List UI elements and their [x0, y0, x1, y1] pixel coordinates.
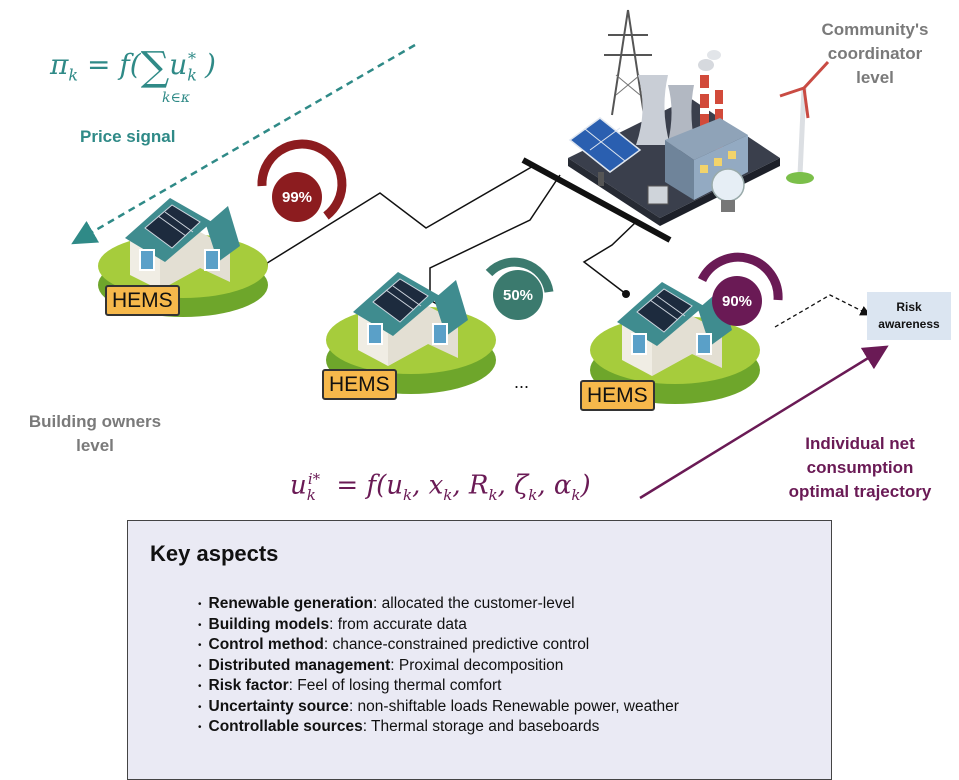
coordinator-level-label: Community's coordinator level — [821, 20, 929, 87]
ellipsis: ... — [514, 372, 530, 392]
comfort-badge-99: 99% — [272, 172, 322, 222]
price-signal-label: Price signal — [80, 127, 176, 146]
key-aspects-panel: Key aspects Renewable generation: alloca… — [127, 520, 832, 780]
list-item: Renewable generation: allocated the cust… — [198, 594, 679, 615]
price-signal-arrow — [71, 43, 416, 245]
wire-house-1 — [263, 164, 536, 266]
list-item: Distributed management: Proximal decompo… — [198, 656, 679, 677]
risk-dashed-arrow — [774, 294, 871, 328]
gauge-99-arc — [257, 139, 347, 220]
power-plant-icon — [568, 9, 830, 226]
trajectory-equation: uki* = f(uk, xk, Rk, ζk, αk) — [290, 470, 591, 504]
individual-trajectory-label: Individual net consumption optimal traje… — [788, 434, 932, 501]
key-aspects-title: Key aspects — [150, 541, 279, 566]
gauge-90-arc — [697, 252, 783, 301]
hems-label-3: HEMS — [580, 380, 655, 411]
comfort-badge-90: 90% — [712, 276, 762, 326]
price-equation: πk = f(∑uk*) k∈κ — [50, 44, 216, 106]
trajectory-arrow — [639, 345, 889, 500]
key-aspects-list: Renewable generation: allocated the cust… — [198, 594, 679, 738]
owners-level-label: Building owners level — [28, 412, 162, 455]
hems-label-2: HEMS — [322, 369, 397, 400]
house-2-icon — [326, 272, 496, 394]
risk-awareness-box: Risk awareness — [867, 292, 951, 340]
wire-house-3 — [582, 221, 637, 295]
list-item: Uncertainty source: non-shiftable loads … — [198, 697, 679, 718]
list-item: Building models: from accurate data — [198, 615, 679, 636]
gauge-50-arc — [485, 257, 554, 293]
list-item: Controllable sources: Thermal storage an… — [198, 717, 679, 738]
comfort-badge-50: 50% — [493, 270, 543, 320]
list-item: Control method: chance-constrained predi… — [198, 635, 679, 656]
main-bus-bar — [521, 157, 672, 243]
hems-label-1: HEMS — [105, 285, 180, 316]
list-item: Risk factor: Feel of losing thermal comf… — [198, 676, 679, 697]
